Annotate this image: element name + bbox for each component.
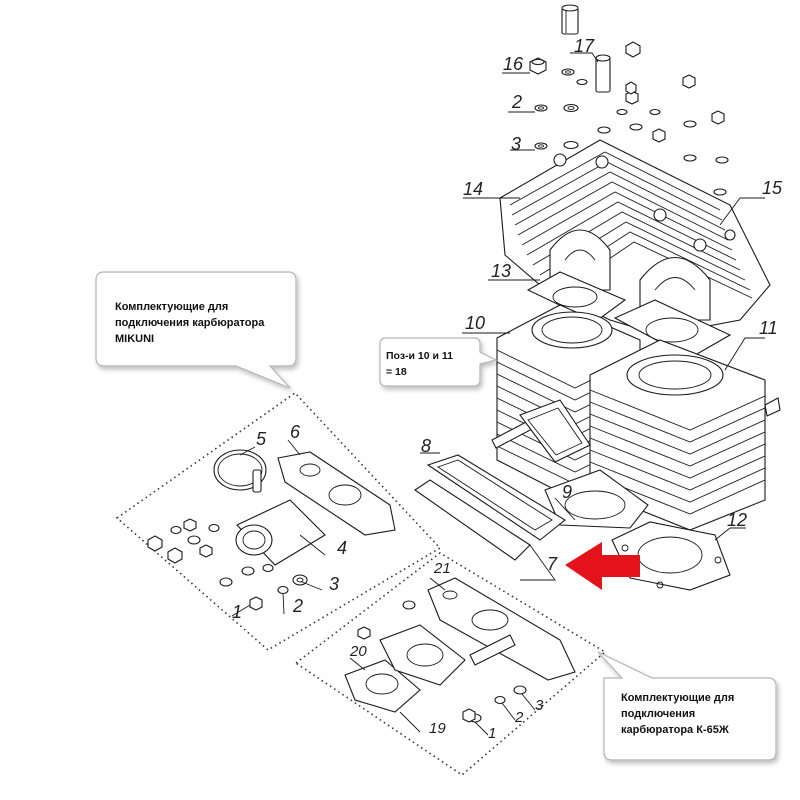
- part-number-13: 13: [491, 261, 511, 281]
- mikuni-kit-boundary: [115, 391, 442, 651]
- part-number-labels: 16 17 2 3 14 15 13 10 11 8 9 7 12 5 6 4 …: [232, 36, 783, 742]
- cylinders: [491, 304, 781, 531]
- part-number-8: 8: [421, 436, 431, 456]
- callout-qty-line1: Поз-и 10 и 11: [386, 350, 453, 362]
- leader-lines: [231, 52, 765, 736]
- part-number-20: 20: [349, 643, 367, 660]
- part-number-2-top: 2: [511, 92, 522, 112]
- callout-k65-line1: Комплектующие для: [621, 692, 734, 704]
- k65-kit-boundary: [294, 552, 607, 777]
- part-number-3-top: 3: [511, 134, 521, 154]
- part-number-19: 19: [429, 720, 446, 737]
- part-number-1-mikuni: 1: [232, 602, 242, 622]
- part-number-10: 10: [465, 313, 485, 333]
- part-number-9: 9: [562, 482, 572, 502]
- part-number-11: 11: [759, 318, 778, 338]
- part-number-16: 16: [503, 54, 524, 74]
- callout-qty-line2: = 18: [386, 366, 407, 378]
- top-hardware: [529, 4, 729, 196]
- part-number-1-k65: 1: [488, 725, 496, 742]
- nut-16: [529, 57, 547, 75]
- part-number-3-k65: 3: [535, 697, 544, 714]
- cylinder-heads: [499, 139, 771, 336]
- part-number-14: 14: [463, 179, 483, 199]
- stud-17: [595, 54, 611, 93]
- callout-mikuni-line1: Комплектующие для: [115, 301, 228, 313]
- part-number-17: 17: [574, 36, 595, 56]
- part-number-5: 5: [256, 429, 267, 449]
- part-number-21: 21: [433, 560, 451, 577]
- callout-k65-line3: карбюратора К-65Ж: [621, 724, 729, 736]
- callout-k65: Комплектующие для подключения карбюратор…: [597, 651, 777, 761]
- callout-mikuni-line2: подключения карбюратора: [115, 317, 265, 329]
- part-number-4: 4: [337, 538, 347, 558]
- base-gasket: [544, 469, 649, 529]
- callout-mikuni: Комплектующие для подключения карбюратор…: [95, 271, 297, 389]
- mikuni-kit-parts: [147, 449, 396, 611]
- part-number-2-k65: 2: [514, 709, 524, 726]
- intake-gaskets: [414, 399, 591, 561]
- k65-kit-parts: [344, 577, 576, 723]
- part-number-12: 12: [727, 510, 747, 530]
- callout-qty: Поз-и 10 и 11 = 18: [379, 337, 498, 387]
- standoff-nut-top: [561, 4, 579, 35]
- part-number-2-mikuni: 2: [292, 596, 303, 616]
- head-gaskets: [526, 271, 732, 359]
- callout-mikuni-line3: MIKUNI: [115, 333, 154, 345]
- callout-k65-line2: подключения: [621, 708, 695, 720]
- part-number-15: 15: [762, 178, 783, 198]
- part-number-3-mikuni: 3: [329, 574, 339, 594]
- part-number-6: 6: [290, 422, 301, 442]
- washers: [534, 68, 729, 196]
- red-arrow-icon: [565, 542, 640, 590]
- hex-nuts-top: [625, 41, 725, 143]
- part-number-7: 7: [547, 554, 558, 574]
